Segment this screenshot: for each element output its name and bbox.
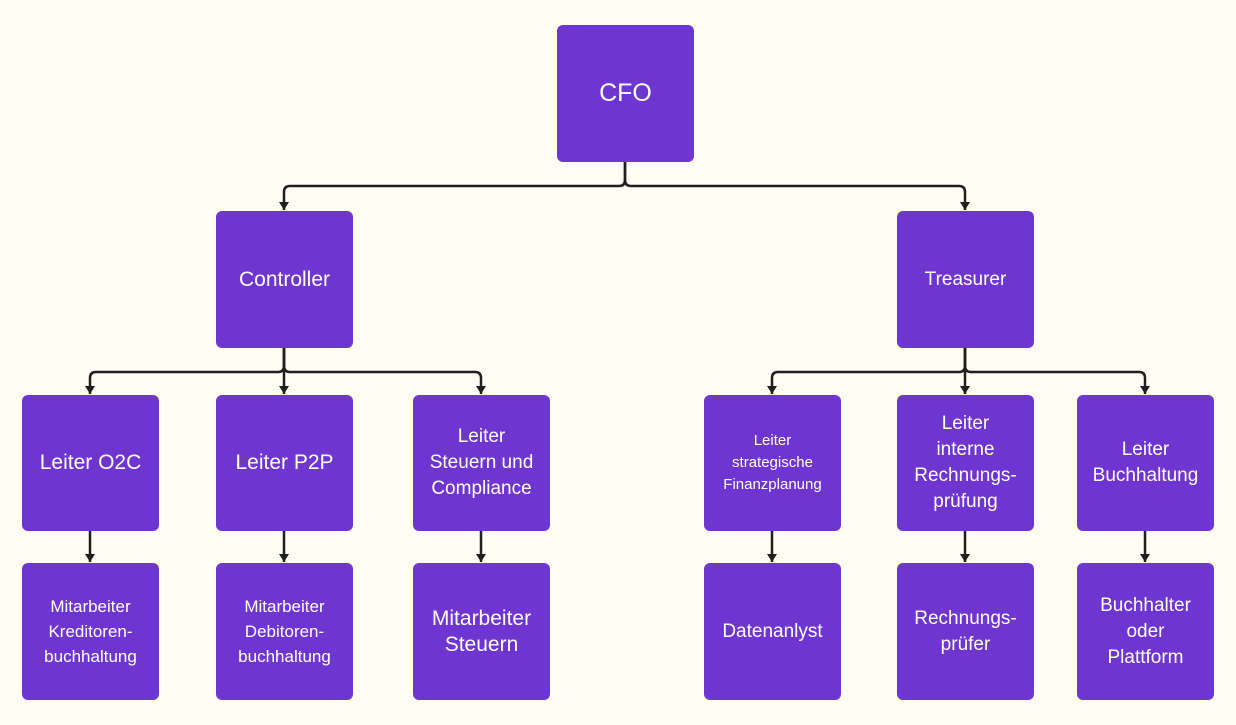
node-mitarbeiter-kreditoren-label: Mitarbeiter Kreditoren- buchhaltung <box>44 597 137 666</box>
node-treasurer-label: Treasurer <box>924 268 1007 290</box>
edge-controller-o2c <box>85 348 286 394</box>
node-mitarbeiter-steuern[interactable]: Mitarbeiter Steuern <box>413 563 550 700</box>
node-leiter-buchhaltung[interactable]: Leiter Buchhaltung <box>1077 395 1214 531</box>
node-mitarbeiter-debitoren-label: Mitarbeiter Debitoren- buchhaltung <box>238 597 331 666</box>
edge-cfo-treasurer <box>623 162 970 210</box>
node-datenanalyst[interactable]: Datenanlyst <box>704 563 841 700</box>
node-leiter-revision[interactable]: Leiter interne Rechnungs- prüfung <box>897 395 1034 531</box>
node-treasurer[interactable]: Treasurer <box>897 211 1034 348</box>
edge-controller-steuern <box>282 348 486 394</box>
edge-cfo-controller <box>279 162 627 210</box>
node-mitarbeiter-steuern-label: Mitarbeiter Steuern <box>431 606 532 656</box>
node-leiter-p2p-label: Leiter P2P <box>235 451 334 474</box>
node-leiter-finanzplanung-label: Leiter strategische Finanzplanung <box>723 432 822 493</box>
node-mitarbeiter-kreditoren[interactable]: Mitarbeiter Kreditoren- buchhaltung <box>22 563 159 700</box>
node-leiter-o2c[interactable]: Leiter O2C <box>22 395 159 531</box>
node-controller-label: Controller <box>238 267 331 291</box>
node-leiter-steuern-label: Leiter Steuern und Compliance <box>429 426 534 499</box>
node-leiter-revision-label: Leiter interne Rechnungs- prüfung <box>914 413 1017 512</box>
node-datenanalyst-label: Datenanlyst <box>722 620 823 642</box>
node-leiter-steuern[interactable]: Leiter Steuern und Compliance <box>413 395 550 531</box>
node-buchhalter-label: Buchhalter oder Plattform <box>1100 594 1191 668</box>
node-buchhalter[interactable]: Buchhalter oder Plattform <box>1077 563 1214 700</box>
edge-treasurer-finanzplanung <box>767 348 967 394</box>
node-leiter-buchhaltung-label: Leiter Buchhaltung <box>1092 439 1199 486</box>
node-cfo[interactable]: CFO <box>557 25 694 162</box>
node-cfo-label: CFO <box>599 79 652 107</box>
node-leiter-finanzplanung[interactable]: Leiter strategische Finanzplanung <box>704 395 841 531</box>
node-rechnungspruefer-label: Rechnungs- prüfer <box>914 607 1017 655</box>
edge-treasurer-buchhaltung <box>963 348 1150 394</box>
node-leiter-o2c-label: Leiter O2C <box>39 451 142 474</box>
node-controller[interactable]: Controller <box>216 211 353 348</box>
node-mitarbeiter-debitoren[interactable]: Mitarbeiter Debitoren- buchhaltung <box>216 563 353 700</box>
node-leiter-p2p[interactable]: Leiter P2P <box>216 395 353 531</box>
node-rechnungspruefer[interactable]: Rechnungs- prüfer <box>897 563 1034 700</box>
